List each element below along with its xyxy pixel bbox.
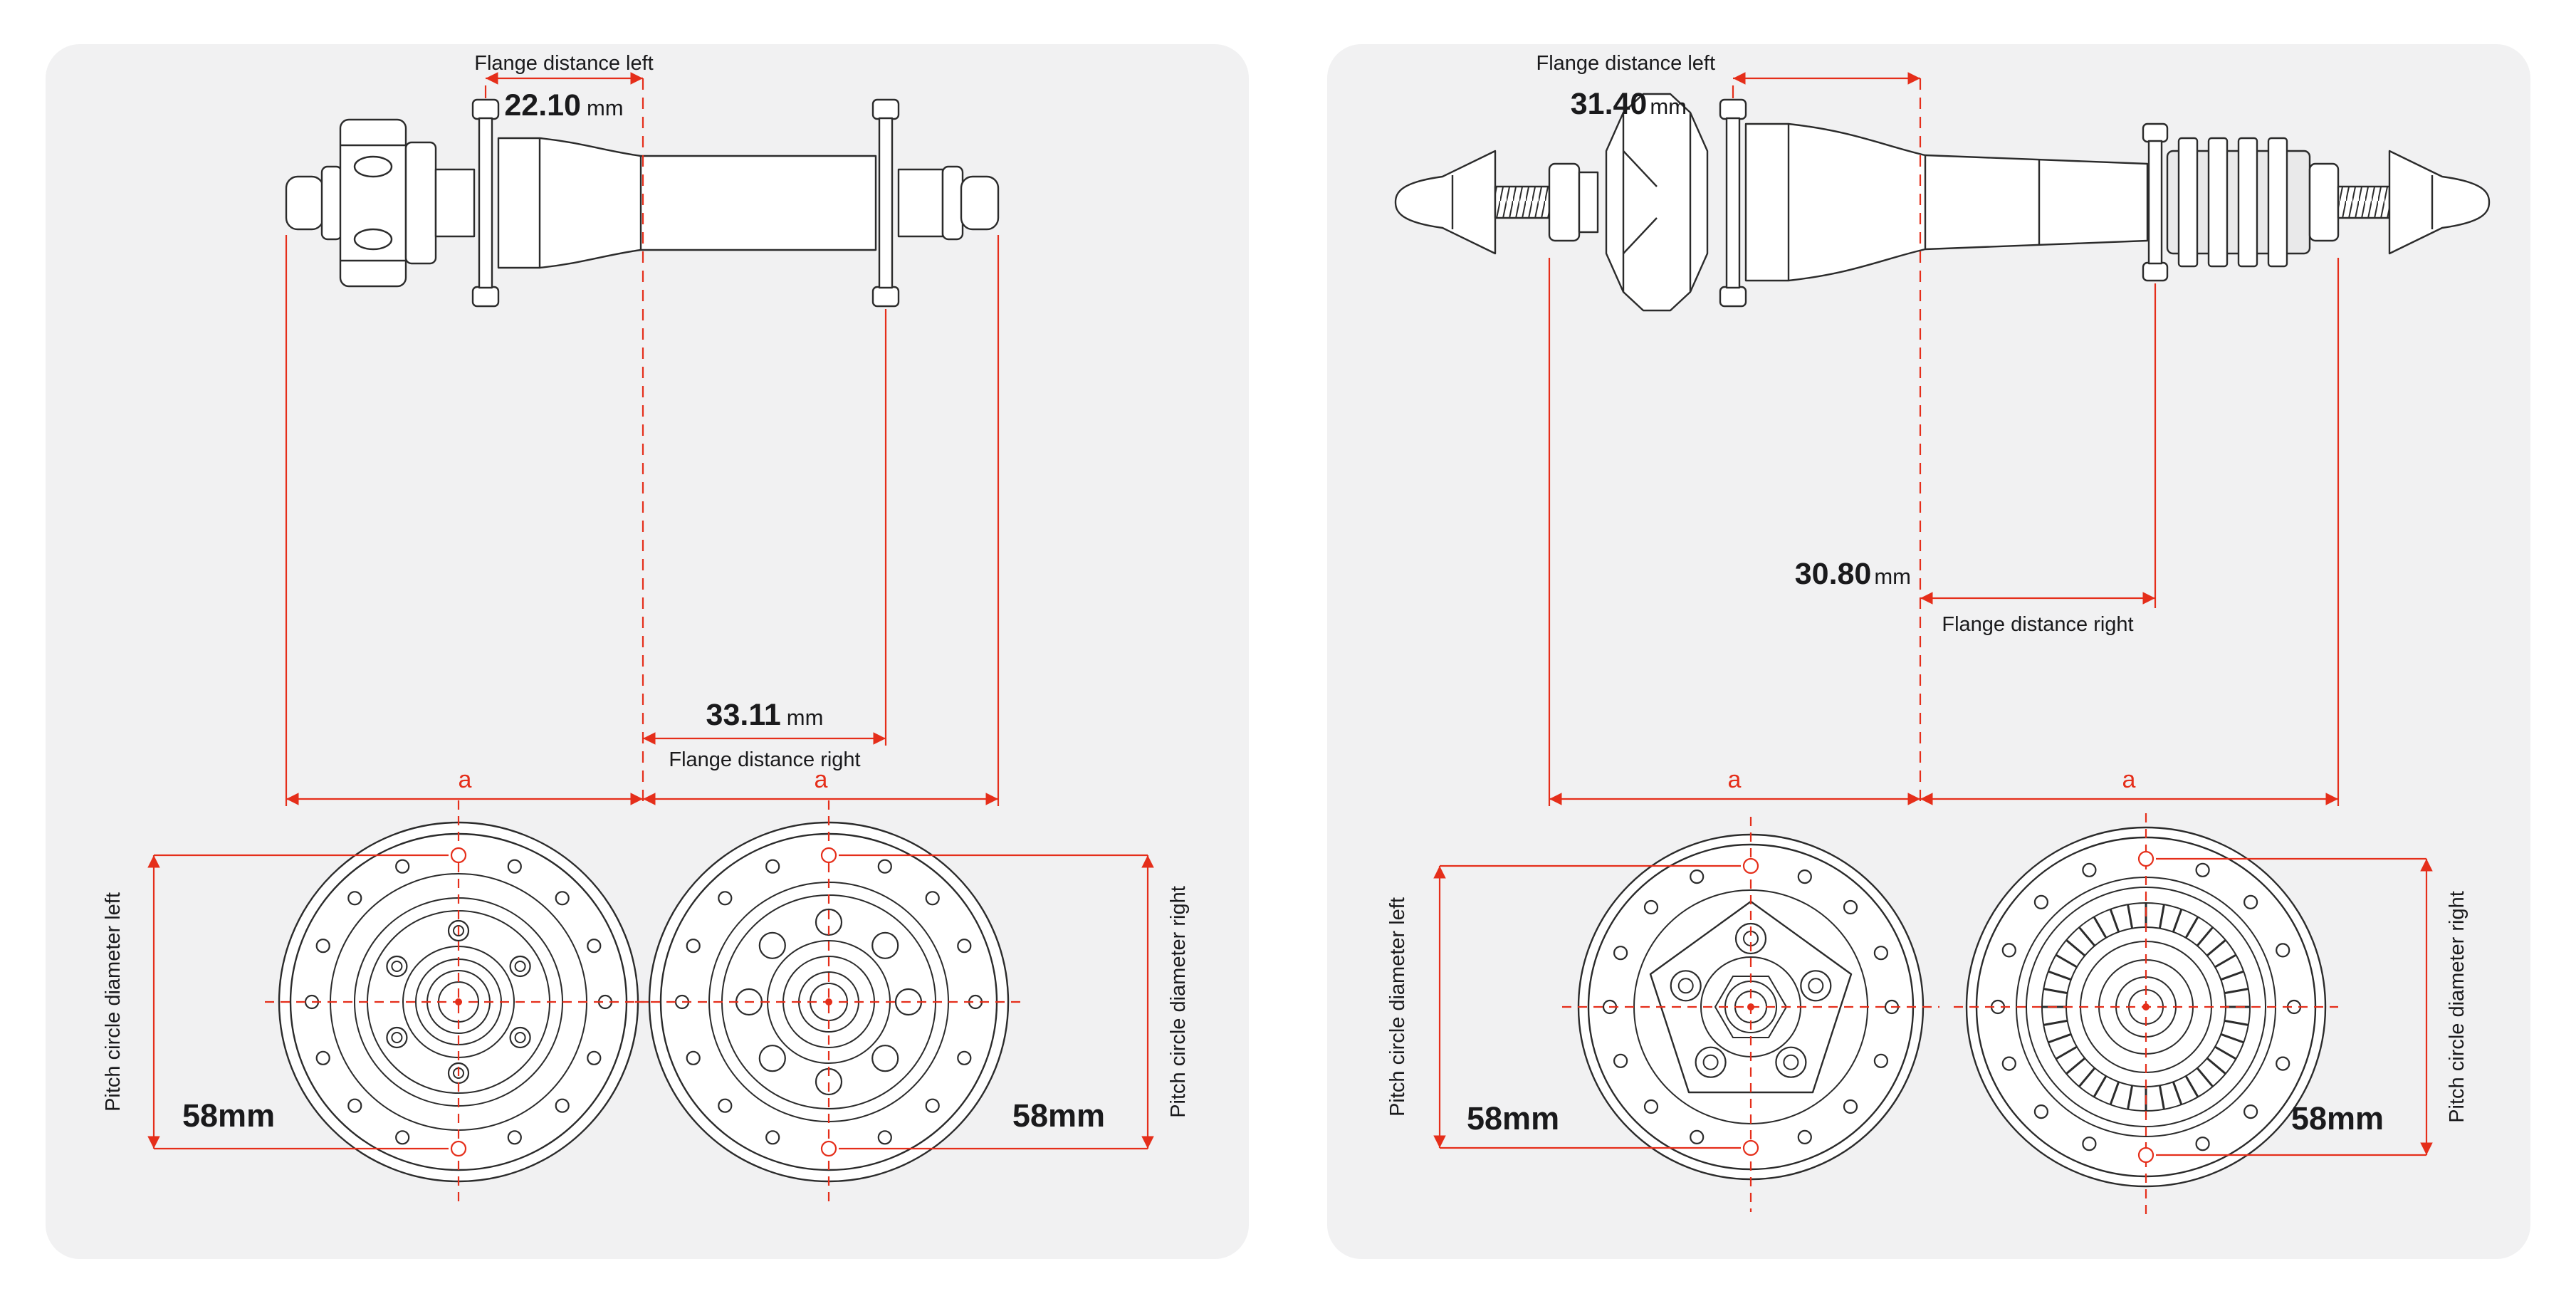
flange-distance-left-label: Flange distance left (474, 52, 653, 75)
pcd-left-value: 58mm (1467, 1100, 1559, 1137)
pcd-left-value: 58mm (182, 1097, 275, 1134)
flange-distance-right-label: Flange distance right (669, 748, 860, 771)
pcd-right-label: Pitch circle diameter right (2446, 891, 2468, 1123)
pcd-left-label: Pitch circle diameter left (102, 892, 125, 1112)
flange-distance-right-label: Flange distance right (1942, 613, 2133, 636)
front-hub-left-face-centerlines (265, 800, 652, 1203)
axle-span-right-label: a (815, 766, 828, 793)
pcd-right-dimension (839, 854, 1154, 1150)
rear-hub-right-face-centerlines (1954, 813, 2338, 1216)
front-hub-dimension-lines (285, 72, 1000, 806)
rear-hub-side-view (1394, 93, 2491, 312)
pcd-right-value: 58mm (2291, 1100, 2384, 1137)
pcd-right-label: Pitch circle diameter right (1167, 886, 1190, 1118)
pcd-right-dimension (2156, 857, 2433, 1156)
front-hub-right-face-centerlines (635, 800, 1022, 1203)
axle-span-left-label: a (459, 766, 472, 793)
rear-hub-left-face-centerlines (1562, 817, 1939, 1212)
front-hub-side-view (285, 98, 1000, 308)
axle-span-left-label: a (1728, 766, 1742, 793)
axle-span-right-label: a (2122, 766, 2136, 793)
rear-hub-dimension-lines (1548, 72, 2340, 806)
pcd-left-label: Pitch circle diameter left (1386, 897, 1409, 1117)
pcd-left-dimension (147, 854, 449, 1150)
pcd-right-value: 58mm (1012, 1097, 1105, 1134)
flange-distance-left-label: Flange distance left (1536, 52, 1715, 75)
pcd-left-dimension (1433, 864, 1741, 1149)
